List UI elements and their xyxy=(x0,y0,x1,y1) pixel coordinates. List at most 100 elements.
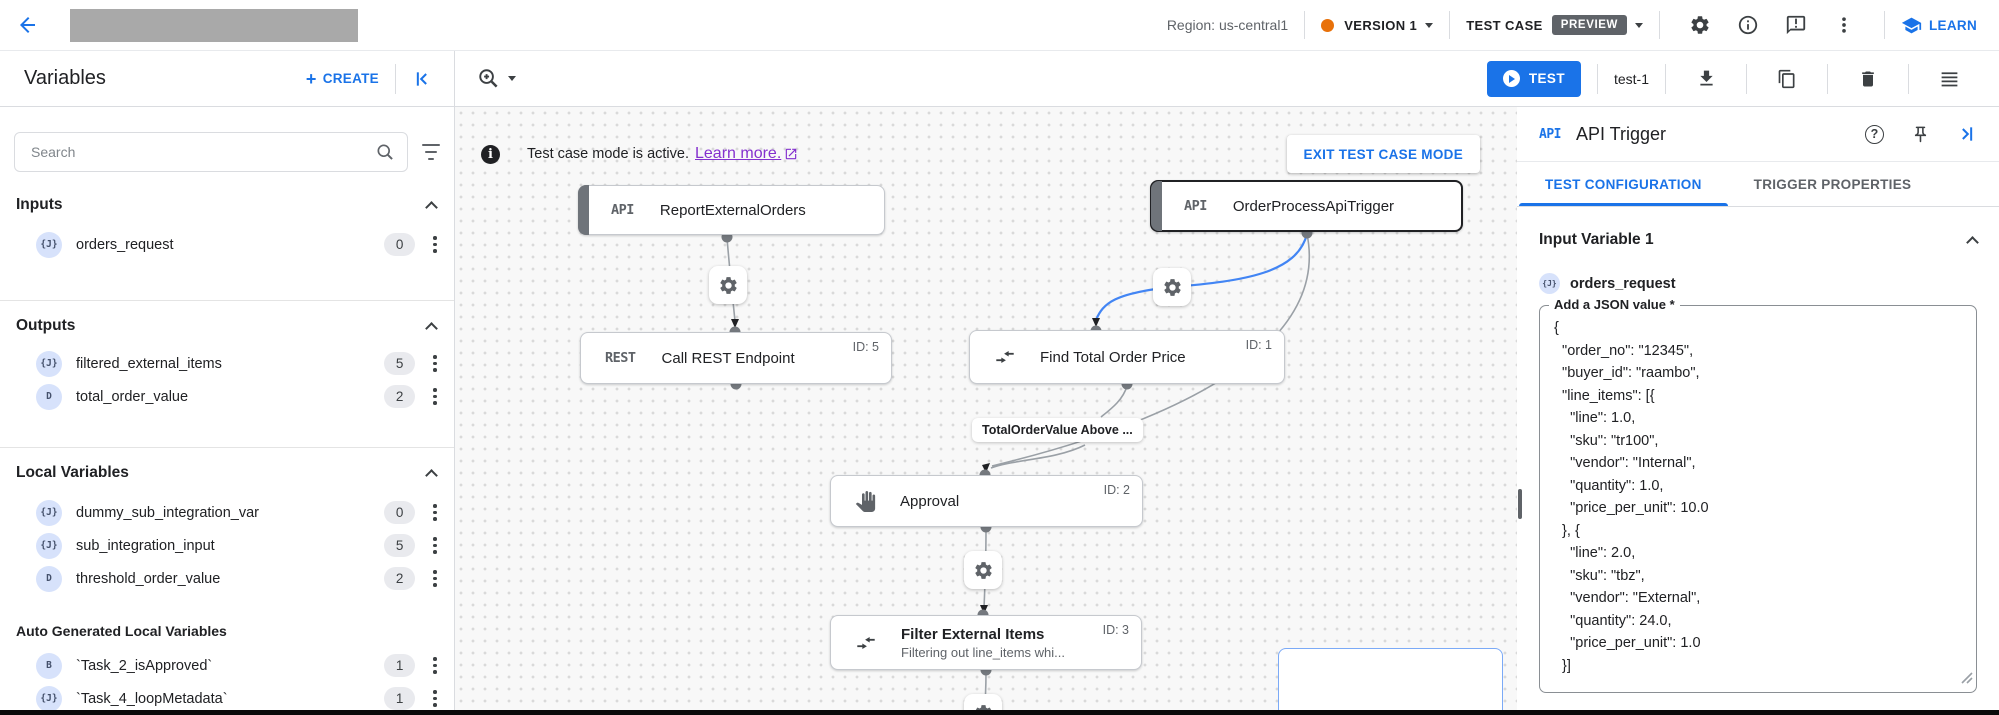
version-label: VERSION 1 xyxy=(1344,17,1418,33)
section-title: Local Variables xyxy=(16,464,129,481)
chevron-up-icon[interactable] xyxy=(1966,236,1979,249)
version-dropdown[interactable]: VERSION 1 xyxy=(1321,17,1434,33)
variable-row-dummy-sub-integration-var[interactable]: {J} dummy_sub_integration_var 0 xyxy=(36,496,439,529)
more-vert-icon[interactable] xyxy=(431,501,439,525)
api-chip: API xyxy=(1539,126,1561,142)
panel-variable-row: {J} orders_request xyxy=(1539,273,1977,294)
banner-text: Test case mode is active. xyxy=(527,146,689,162)
more-vert-icon[interactable] xyxy=(1831,12,1857,38)
menu-list-icon[interactable] xyxy=(1936,66,1962,92)
play-icon xyxy=(1502,70,1520,87)
resize-handle[interactable] xyxy=(1961,671,1973,689)
info-icon[interactable] xyxy=(1735,12,1761,38)
node-order-process-api-trigger[interactable]: API OrderProcessApiTrigger xyxy=(1150,180,1463,232)
usage-count-badge: 2 xyxy=(383,567,416,590)
edge-config-gear-icon[interactable] xyxy=(1153,268,1191,306)
variable-row-orders-request[interactable]: {J} orders_request 0 xyxy=(36,228,439,261)
search-icon xyxy=(377,144,393,160)
more-vert-icon[interactable] xyxy=(431,352,439,376)
more-vert-icon[interactable] xyxy=(431,385,439,409)
download-icon[interactable] xyxy=(1693,66,1719,92)
chevron-up-icon[interactable] xyxy=(425,201,438,214)
boolean-type-icon: B xyxy=(36,652,62,679)
copy-icon[interactable] xyxy=(1774,66,1800,92)
more-vert-icon[interactable] xyxy=(431,654,439,678)
test-button-label: TEST xyxy=(1528,71,1565,86)
top-bar: Region: us-central1 VERSION 1 TEST CASE … xyxy=(0,0,1999,51)
exit-test-case-mode-button[interactable]: EXIT TEST CASE MODE xyxy=(1286,135,1480,173)
merge-arrows-icon xyxy=(855,632,877,654)
test-case-name[interactable]: test-1 xyxy=(1613,70,1649,87)
section-header-inputs: Inputs xyxy=(16,196,438,214)
variable-row-total-order-value[interactable]: D total_order_value 2 xyxy=(36,380,439,413)
node-find-total-order-price[interactable]: Find Total Order Price ID: 1 xyxy=(969,330,1285,384)
feedback-icon[interactable] xyxy=(1783,12,1809,38)
chevron-up-icon[interactable] xyxy=(425,469,438,482)
search-box[interactable] xyxy=(14,132,408,172)
more-vert-icon[interactable] xyxy=(431,567,439,591)
scrollbar-thumb[interactable] xyxy=(1518,489,1522,519)
json-value-field[interactable]: Add a JSON value * { "order_no": "12345"… xyxy=(1539,297,1977,693)
delete-trash-icon[interactable] xyxy=(1855,66,1881,92)
settings-gear-icon[interactable] xyxy=(1687,12,1713,38)
collapse-panel-right-icon[interactable] xyxy=(1957,124,1977,144)
hand-approval-icon xyxy=(855,490,876,512)
divider xyxy=(1304,11,1306,39)
tab-test-configuration[interactable]: TEST CONFIGURATION xyxy=(1519,162,1728,206)
variable-row-task2-isapproved[interactable]: B `Task_2_isApproved` 1 xyxy=(36,649,439,682)
more-vert-icon[interactable] xyxy=(431,534,439,558)
divider xyxy=(1746,63,1747,94)
sort-filter-icon[interactable] xyxy=(421,142,441,163)
workflow-canvas[interactable]: i Test case mode is active. Learn more. … xyxy=(455,107,1517,714)
learn-more-link[interactable]: Learn more. xyxy=(695,145,782,162)
test-button[interactable]: TEST xyxy=(1486,60,1581,97)
json-type-icon: {J} xyxy=(36,231,62,258)
redacted-integration-title xyxy=(70,8,358,42)
collapse-panel-icon[interactable] xyxy=(412,69,432,89)
chevron-up-icon[interactable] xyxy=(425,322,438,335)
node-call-rest-endpoint[interactable]: REST Call REST Endpoint ID: 5 xyxy=(580,332,892,384)
pin-icon[interactable] xyxy=(1911,125,1930,144)
section-header-local-variables: Local Variables xyxy=(16,464,438,482)
node-filter-external-items[interactable]: Filter External Items Filtering out line… xyxy=(830,615,1142,670)
node-approval[interactable]: Approval ID: 2 xyxy=(830,475,1143,527)
section-header-outputs: Outputs xyxy=(16,317,438,335)
divider xyxy=(1659,11,1660,39)
json-value-input[interactable]: { "order_no": "12345", "buyer_id": "raam… xyxy=(1554,320,1709,681)
info-icon: i xyxy=(481,144,500,164)
zoom-in-icon xyxy=(479,69,498,88)
edge-config-gear-icon[interactable] xyxy=(964,551,1002,589)
variable-row-filtered-external-items[interactable]: {J} filtered_external_items 5 xyxy=(36,347,439,380)
zoom-dropdown[interactable] xyxy=(477,67,516,90)
editor-toolbar: Variables + CREATE TEST test-1 xyxy=(0,51,1999,107)
search-input[interactable] xyxy=(29,143,375,161)
usage-count-badge: 1 xyxy=(383,654,416,677)
api-trigger-config-panel: API API Trigger ? TEST CONFIGURATION TRI… xyxy=(1517,107,1999,714)
node-report-external-orders[interactable]: API ReportExternalOrders xyxy=(578,185,885,235)
variable-row-task4-loopmetadata[interactable]: {J} `Task_4_loopMetadata` 1 xyxy=(36,682,439,714)
plus-icon: + xyxy=(305,68,317,89)
node-title: Approval xyxy=(900,492,960,510)
help-icon[interactable]: ? xyxy=(1865,124,1884,144)
canvas-note-box[interactable] xyxy=(1278,648,1503,714)
divider xyxy=(0,300,454,301)
more-vert-icon[interactable] xyxy=(431,233,439,257)
variable-row-threshold-order-value[interactable]: D threshold_order_value 2 xyxy=(36,562,439,595)
back-arrow-icon[interactable] xyxy=(16,13,40,37)
usage-count-badge: 5 xyxy=(383,352,416,375)
node-id: ID: 3 xyxy=(1102,623,1129,637)
more-vert-icon[interactable] xyxy=(431,687,439,711)
edge-condition-label[interactable]: TotalOrderValue Above ... xyxy=(972,418,1143,442)
create-variable-button[interactable]: + CREATE xyxy=(306,70,379,88)
variables-toolbar: Variables + CREATE xyxy=(0,51,455,106)
chevron-down-icon xyxy=(1635,22,1643,28)
learn-link[interactable]: LEARN xyxy=(1901,15,1977,36)
edge-config-gear-icon[interactable] xyxy=(709,266,747,304)
api-chip: API xyxy=(611,202,634,218)
api-chip: API xyxy=(1184,198,1207,214)
tab-trigger-properties[interactable]: TRIGGER PROPERTIES xyxy=(1753,176,1912,192)
double-type-icon: D xyxy=(36,383,62,410)
variable-row-sub-integration-input[interactable]: {J} sub_integration_input 5 xyxy=(36,529,439,562)
test-case-dropdown[interactable]: TEST CASE PREVIEW xyxy=(1466,15,1643,35)
